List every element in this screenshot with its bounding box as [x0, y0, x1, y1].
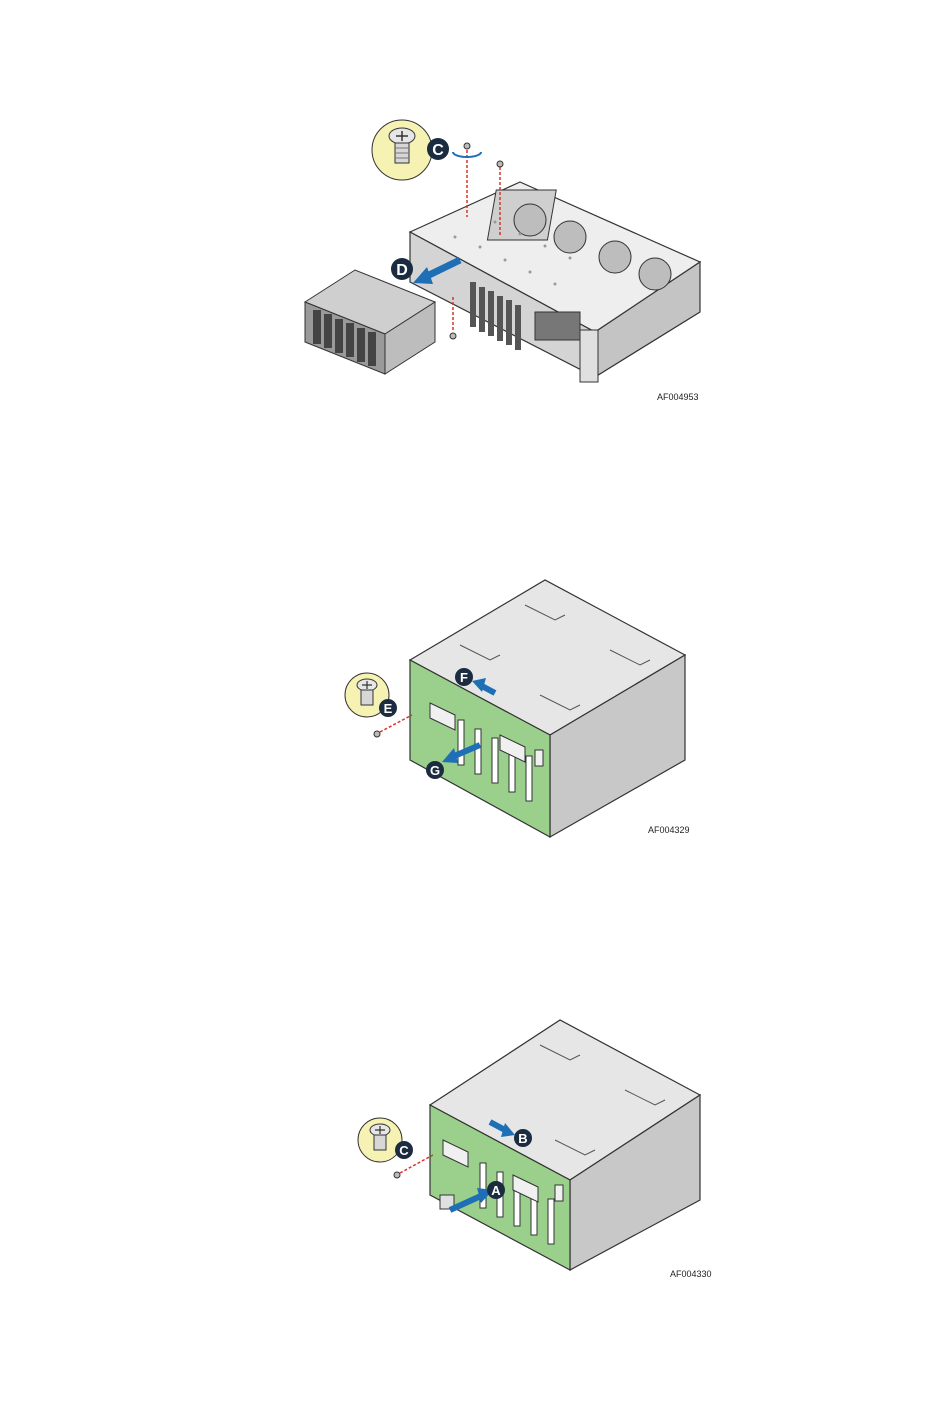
screw-badge — [358, 1118, 402, 1162]
screw-icon — [450, 333, 456, 339]
svg-text:C: C — [399, 1143, 409, 1158]
removed-drive-cage — [305, 270, 435, 374]
svg-text:G: G — [430, 763, 440, 778]
svg-text:B: B — [518, 1131, 527, 1146]
figure-id: AF004330 — [670, 1269, 712, 1279]
screw-icon — [394, 1172, 400, 1178]
svg-text:A: A — [491, 1183, 501, 1198]
screw-badge — [372, 120, 432, 180]
svg-text:D: D — [396, 262, 408, 279]
figure-chassis-drive-cage: C D AF004953 — [295, 112, 705, 407]
svg-text:C: C — [432, 142, 444, 159]
figure-3-svg: B C A AF004330 — [355, 1015, 715, 1285]
svg-text:E: E — [384, 701, 393, 716]
screw-icon — [464, 143, 470, 149]
callout-b: B — [514, 1129, 532, 1147]
screw-icon — [497, 161, 503, 167]
callout-c: C — [427, 138, 449, 160]
rack-ear — [580, 330, 598, 382]
figure-id: AF004953 — [657, 392, 699, 402]
callout-g: G — [426, 761, 444, 779]
screw-icon — [374, 731, 380, 737]
figure-2-svg: F E G AF004329 — [340, 575, 700, 840]
figure-backplane-install: B C A AF004330 — [355, 1015, 715, 1285]
callout-e: E — [379, 699, 397, 717]
callout-f: F — [455, 668, 473, 686]
figure-id: AF004329 — [648, 825, 690, 835]
figure-backplane-removal: F E G AF004329 — [340, 575, 700, 840]
callout-d: D — [391, 258, 413, 280]
figure-1-svg: C D AF004953 — [295, 112, 705, 407]
svg-text:F: F — [460, 670, 468, 685]
callout-a: A — [487, 1181, 505, 1199]
screw-drop-line — [380, 715, 412, 732]
callout-c: C — [395, 1141, 413, 1159]
